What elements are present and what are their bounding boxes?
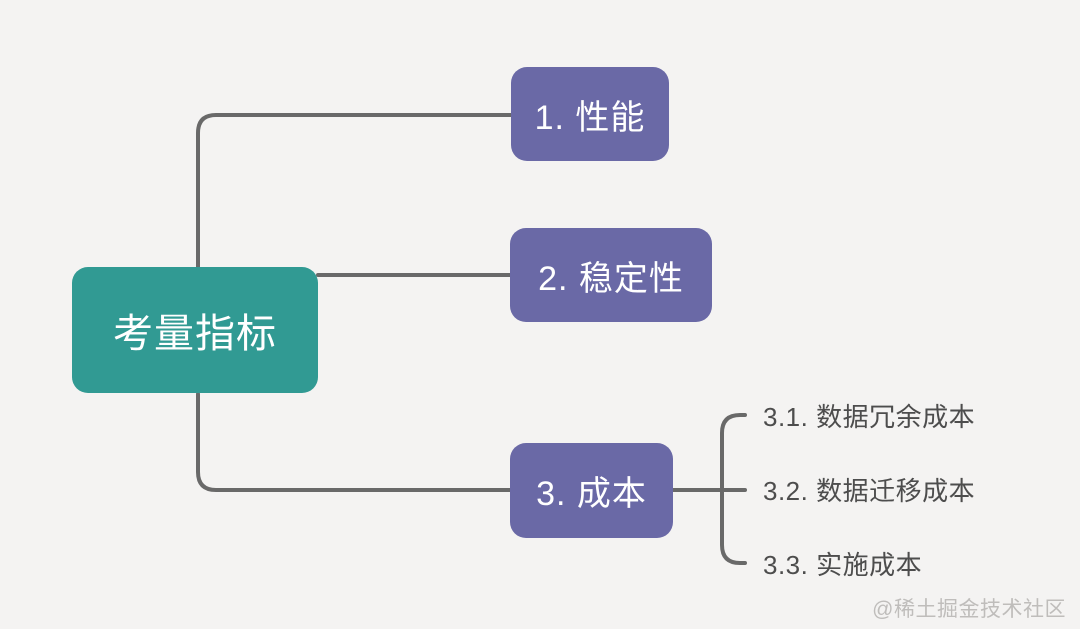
connector-root-branch1: [196, 113, 513, 270]
leaf-node-3-3[interactable]: 3.3. 实施成本: [763, 549, 923, 580]
root-node[interactable]: 考量指标: [72, 267, 318, 393]
leaf-node-3-2[interactable]: 3.2. 数据迁移成本: [763, 475, 976, 506]
connector-root-branch3: [196, 392, 512, 492]
branch-node-1[interactable]: 1. 性能: [511, 67, 669, 161]
watermark: @稀土掘金技术社区: [872, 598, 1066, 621]
branch-node-2[interactable]: 2. 稳定性: [510, 228, 712, 322]
branch-node-3[interactable]: 3. 成本: [510, 443, 673, 538]
leaf-node-3-1[interactable]: 3.1. 数据冗余成本: [763, 401, 976, 432]
